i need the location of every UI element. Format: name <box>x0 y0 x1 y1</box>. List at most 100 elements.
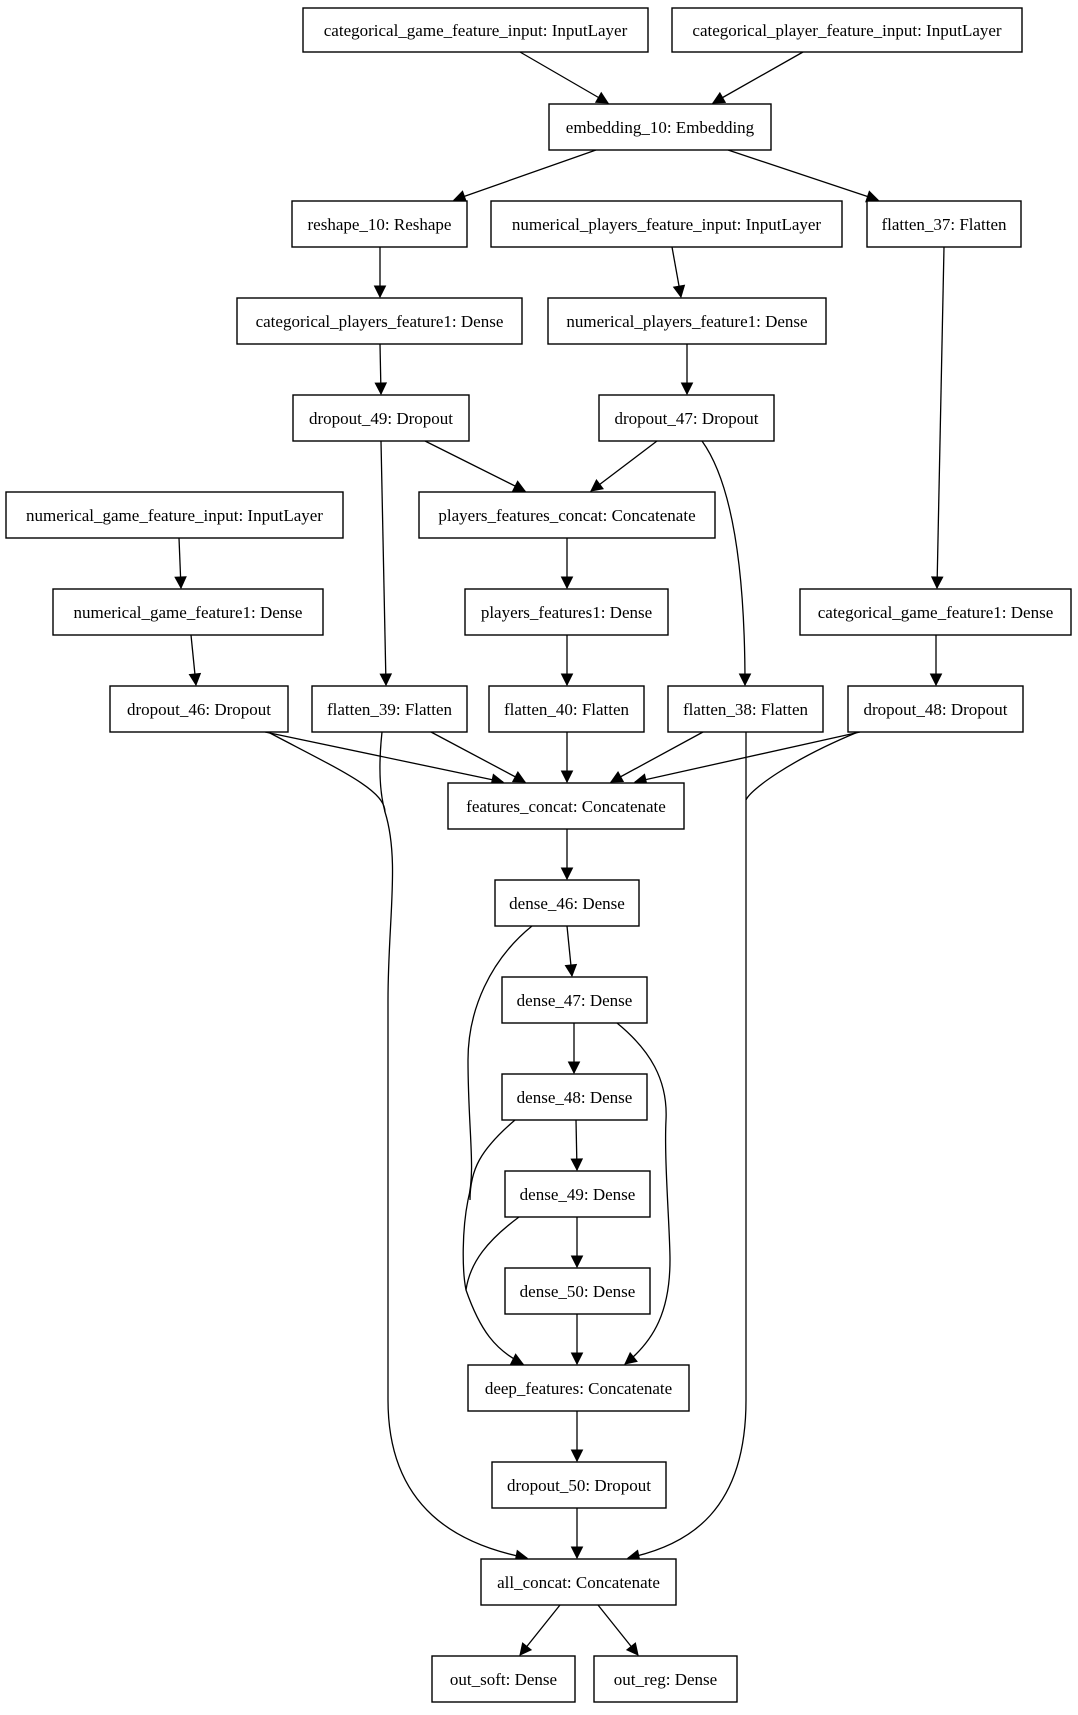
layer-box <box>302 7 649 53</box>
layer-label: categorical_game_feature1: Dense <box>818 603 1054 622</box>
layer-node-dropout46: dropout_46: Dropout <box>109 685 289 733</box>
edge-dropout48-to-fc <box>634 731 861 783</box>
edge-dense49-to-deep <box>465 1216 520 1291</box>
layer-node-cgfi: categorical_game_feature_input: InputLay… <box>302 7 649 53</box>
layer-node-dense49: dense_49: Dense <box>504 1170 651 1218</box>
edge-allc-to-outreg-arrowhead <box>625 1642 639 1656</box>
layer-box <box>667 685 824 733</box>
edge-cpf1-to-dropout49-arrowhead <box>374 382 388 396</box>
layer-label: flatten_40: Flatten <box>504 700 630 719</box>
layer-box <box>311 685 468 733</box>
layer-box <box>467 1364 690 1412</box>
layer-label: out_reg: Dense <box>614 1670 717 1689</box>
layer-label: reshape_10: Reshape <box>308 215 452 234</box>
edges-layer <box>174 51 945 1656</box>
layer-label: flatten_38: Flatten <box>683 700 809 719</box>
layer-label: out_soft: Dense <box>450 1670 557 1689</box>
layer-node-ngfi: numerical_game_feature_input: InputLayer <box>5 491 344 539</box>
layer-box <box>866 200 1022 248</box>
edge-cgfi-to-emb10-arrowhead <box>594 91 609 104</box>
layer-box <box>236 297 523 345</box>
layer-node-dense48: dense_48: Dense <box>501 1073 648 1121</box>
layer-box <box>447 782 685 830</box>
layer-node-dense46: dense_46: Dense <box>494 879 640 927</box>
edge-dropout48-to-allc <box>627 731 859 1559</box>
layer-node-flatten40: flatten_40: Flatten <box>488 685 645 733</box>
layer-node-cgf1: categorical_game_feature1: Dense <box>799 588 1072 636</box>
layer-node-pf1: players_features1: Dense <box>464 588 669 636</box>
layer-box <box>504 1267 651 1315</box>
layer-label: features_concat: Concatenate <box>466 797 666 816</box>
edge-deep-to-dropout50-arrowhead <box>570 1449 584 1463</box>
layer-box <box>847 685 1024 733</box>
edge-fc-to-dense46-arrowhead <box>560 867 574 881</box>
layer-label: dense_50: Dense <box>520 1282 636 1301</box>
layer-node-reshape10: reshape_10: Reshape <box>291 200 468 248</box>
edge-dropout47-to-flatten38-arrowhead <box>738 673 752 687</box>
layer-node-dense47: dense_47: Dense <box>501 976 648 1024</box>
edge-dense47-to-dense48-arrowhead <box>567 1061 581 1075</box>
edge-dense50-to-deep-arrowhead <box>570 1352 584 1366</box>
layer-label: players_features_concat: Concatenate <box>438 506 695 525</box>
layer-box <box>598 394 775 442</box>
layer-label: all_concat: Concatenate <box>497 1573 660 1592</box>
edge-npf1-to-dropout47-arrowhead <box>680 382 694 396</box>
layer-box <box>109 685 289 733</box>
edge-cpfi-to-emb10-arrowhead <box>712 91 727 104</box>
edge-dense46-to-dense47-arrowhead <box>564 963 578 978</box>
layer-node-npfi: numerical_players_feature_input: InputLa… <box>490 200 843 248</box>
layer-box <box>490 200 843 248</box>
edge-cgfi-to-emb10 <box>519 51 609 104</box>
edge-dropout49-to-pfc-arrowhead <box>511 480 527 492</box>
layer-box <box>418 491 716 539</box>
layer-node-outsoft: out_soft: Dense <box>431 1655 576 1703</box>
edge-ngf1-to-dropout46-arrowhead <box>188 672 202 687</box>
layer-box <box>547 297 827 345</box>
layer-node-emb10: embedding_10: Embedding <box>548 103 772 151</box>
edge-cpfi-to-emb10 <box>712 51 804 104</box>
layer-label: numerical_players_feature1: Dense <box>566 312 807 331</box>
edge-flatten38-to-fc-arrowhead <box>610 770 625 783</box>
layer-label: numerical_game_feature1: Dense <box>74 603 303 622</box>
edge-pfc-to-pf1-arrowhead <box>560 576 574 590</box>
layer-node-pfc: players_features_concat: Concatenate <box>418 491 716 539</box>
edge-dropout47-to-flatten38 <box>701 440 746 686</box>
layer-node-cpf1: categorical_players_feature1: Dense <box>236 297 523 345</box>
layer-label: categorical_players_feature1: Dense <box>256 312 504 331</box>
edge-cgf1-to-dropout48-arrowhead <box>929 673 943 687</box>
layer-label: embedding_10: Embedding <box>566 118 755 137</box>
layer-box <box>292 394 470 442</box>
layer-label: flatten_39: Flatten <box>327 700 453 719</box>
layer-node-fc: features_concat: Concatenate <box>447 782 685 830</box>
layer-label: numerical_players_feature_input: InputLa… <box>512 215 822 234</box>
layer-node-flatten38: flatten_38: Flatten <box>667 685 824 733</box>
layer-label: categorical_game_feature_input: InputLay… <box>324 21 628 40</box>
layer-node-allc: all_concat: Concatenate <box>480 1558 677 1606</box>
edge-dropout47-to-pfc <box>590 440 658 492</box>
layer-label: flatten_37: Flatten <box>881 215 1007 234</box>
layer-label: dense_47: Dense <box>517 991 633 1010</box>
edge-dense46-to-deep-arrowhead <box>509 1353 524 1365</box>
layer-label: dropout_49: Dropout <box>309 409 453 428</box>
layer-label: deep_features: Concatenate <box>485 1379 672 1398</box>
layer-box <box>548 103 772 151</box>
nodes-layer: categorical_game_feature_input: InputLay… <box>5 7 1072 1703</box>
edge-flatten39-to-fc-arrowhead <box>511 771 526 783</box>
layer-box <box>491 1461 667 1509</box>
layer-box <box>431 1655 576 1703</box>
layer-node-npf1: numerical_players_feature1: Dense <box>547 297 827 345</box>
edge-dropout49-to-flatten39-arrowhead <box>379 673 393 687</box>
layer-box <box>494 879 640 927</box>
layer-label: dropout_48: Dropout <box>863 700 1007 719</box>
edge-dense47-to-deep-arrowhead <box>624 1351 638 1365</box>
layer-label: dropout_47: Dropout <box>614 409 758 428</box>
edge-flatten39-to-allc <box>379 731 386 813</box>
edge-allc-to-outsoft-arrowhead <box>519 1642 533 1656</box>
edge-dropout50-to-allc-arrowhead <box>570 1546 584 1560</box>
edge-emb10-to-reshape10 <box>453 149 597 201</box>
layer-box <box>501 1073 648 1121</box>
layer-box <box>464 588 669 636</box>
edge-flatten37-to-cgf1-arrowhead <box>930 576 944 590</box>
layer-node-flatten39: flatten_39: Flatten <box>311 685 468 733</box>
layer-node-dropout50: dropout_50: Dropout <box>491 1461 667 1509</box>
